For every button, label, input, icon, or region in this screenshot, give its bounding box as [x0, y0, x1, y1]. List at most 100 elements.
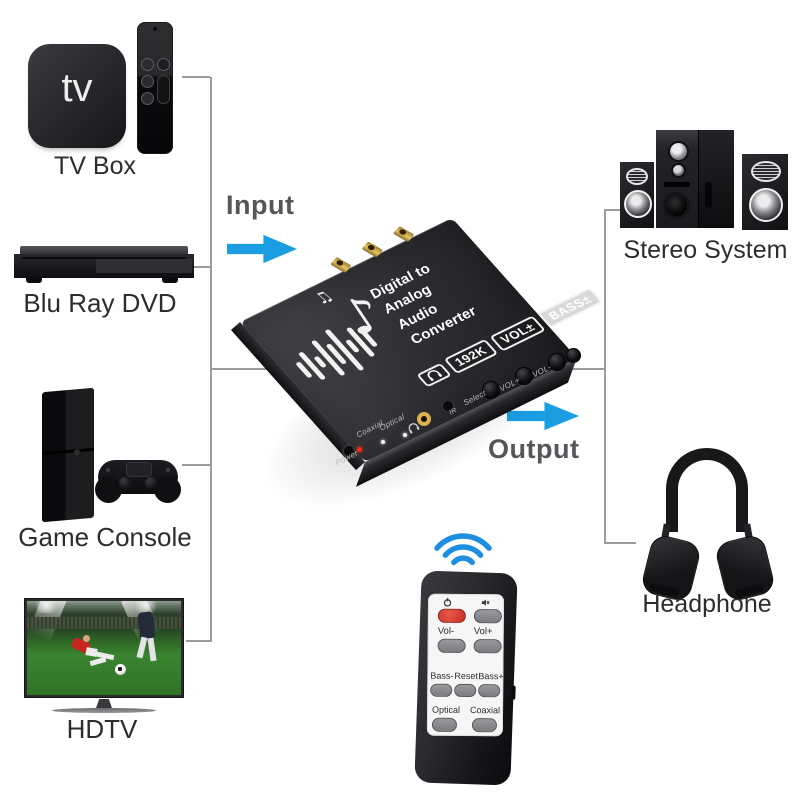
front-slot [664, 182, 690, 187]
stadium-crowd [27, 617, 181, 629]
headband [666, 448, 748, 532]
tweeter [626, 168, 648, 185]
tvbox-connector-line [182, 76, 210, 78]
hdtv-caption: HDTV [66, 714, 138, 744]
standing-player-leg [147, 637, 157, 662]
remote-vol-minus-button [437, 638, 466, 653]
floodlight-glow [29, 601, 63, 613]
hdtv-device [24, 598, 184, 698]
stereo-system-device [620, 126, 788, 232]
corner-knob [566, 348, 581, 363]
remote-volume-rocker [157, 75, 170, 104]
remote-bass-minus-button [430, 683, 453, 697]
tv-box-logo: tv [61, 66, 93, 110]
controller-grip [95, 476, 122, 503]
controller-buttons [166, 468, 170, 472]
coaxial-led [381, 440, 385, 444]
rca-connector [392, 226, 415, 243]
input-connector-line [212, 368, 270, 370]
controller-touchpad [126, 462, 152, 477]
console-logo-dot [74, 448, 80, 456]
console-caption: Game Console [18, 522, 192, 552]
sliding-player-leg [89, 656, 107, 667]
tv-box-remote [137, 22, 173, 154]
bluray-foot [162, 278, 178, 283]
reset-label: Reset [454, 670, 478, 682]
tweeter [751, 161, 781, 182]
remote-optical-button [431, 717, 457, 732]
remote-mic-button [141, 75, 154, 88]
controller-dpad [106, 468, 110, 472]
remote-vol-plus-button [473, 639, 502, 654]
power-icon [443, 598, 452, 607]
headphone-jack [417, 412, 431, 426]
remote-coaxial-button [471, 718, 497, 733]
badge-192k: 192K [443, 338, 499, 375]
remote-tv-button [157, 58, 170, 71]
hdtv-stand-base [52, 708, 156, 713]
tv-box-device: tv [28, 44, 126, 148]
console-groove [42, 447, 94, 456]
badge-bass: BASS± [537, 287, 603, 328]
bluray-disc-tray [22, 257, 186, 259]
sliding-player-head [83, 635, 90, 642]
feature-badges: 192K VOL± BASS± [415, 287, 603, 388]
subwoofer-front-panel [656, 130, 699, 228]
power-led [357, 447, 362, 452]
remote-reset-button [454, 683, 477, 698]
headphone-caption: Headphone [642, 590, 772, 618]
game-controller [95, 460, 181, 503]
input-label: Input [226, 190, 295, 220]
remote-mute-button [473, 609, 502, 624]
tone-knob [671, 163, 686, 178]
left-satellite-speaker [620, 162, 654, 228]
bass-plus-label: Bass+ [478, 671, 504, 682]
headphone-device [636, 446, 778, 604]
bluray-caption: Blu Ray DVD [23, 288, 177, 318]
output-label: Output [488, 434, 580, 464]
bluray-front-panel [96, 259, 192, 273]
converter-device: ♪ ♫ Digital to Analog Audio Converter 19… [240, 217, 603, 463]
vol-minus-label: Vol- [437, 625, 455, 637]
remote-play-button [141, 92, 154, 105]
vol-plus-label: Vol+ [473, 626, 493, 638]
tv-box-caption: TV Box [54, 152, 136, 180]
controller-grip [154, 476, 181, 503]
console-connector-line [182, 464, 210, 466]
floodlight-glow [129, 601, 163, 613]
optical-label: Optical [432, 704, 461, 715]
power-jack [342, 444, 356, 458]
output-connector-line [568, 368, 604, 370]
stereo-caption: Stereo System [623, 236, 788, 264]
mute-icon [481, 599, 490, 606]
bluray-connector-line [190, 266, 210, 268]
remote-side-button [511, 685, 516, 700]
bluray-foot [26, 278, 42, 283]
remote-panel: Vol- Vol+ Bass- Reset Bass+ Optical Coax… [426, 593, 505, 737]
converter-remote: Vol- Vol+ Bass- Reset Bass+ Optical Coax… [414, 570, 518, 786]
woofer [624, 190, 652, 218]
ir-receiver-jack [441, 399, 455, 413]
ir-signal-icon [434, 533, 492, 566]
game-console-tower [42, 387, 94, 523]
soccer-ball [115, 664, 126, 675]
bluray-top [20, 246, 188, 255]
headphone-icon [415, 362, 452, 388]
badge-vol: VOL± [489, 315, 547, 352]
headphone-icon [408, 423, 420, 434]
rca-connector [330, 256, 352, 274]
right-satellite-speaker [742, 154, 788, 230]
remote-bass-plus-button [478, 684, 501, 698]
remote-menu-button [141, 58, 154, 71]
vol-minus-button [548, 353, 566, 371]
controller-stick [119, 477, 131, 489]
bass-minus-label: Bass- [430, 670, 454, 681]
headphone-connector-line [606, 542, 636, 544]
hdtv-stand-neck [96, 699, 112, 708]
music-note-icon: ♫ [309, 287, 338, 309]
remote-power-button [437, 608, 466, 623]
left-bus-line [210, 77, 212, 642]
subwoofer-port-slot [705, 182, 712, 208]
right-bus-line [604, 209, 606, 544]
